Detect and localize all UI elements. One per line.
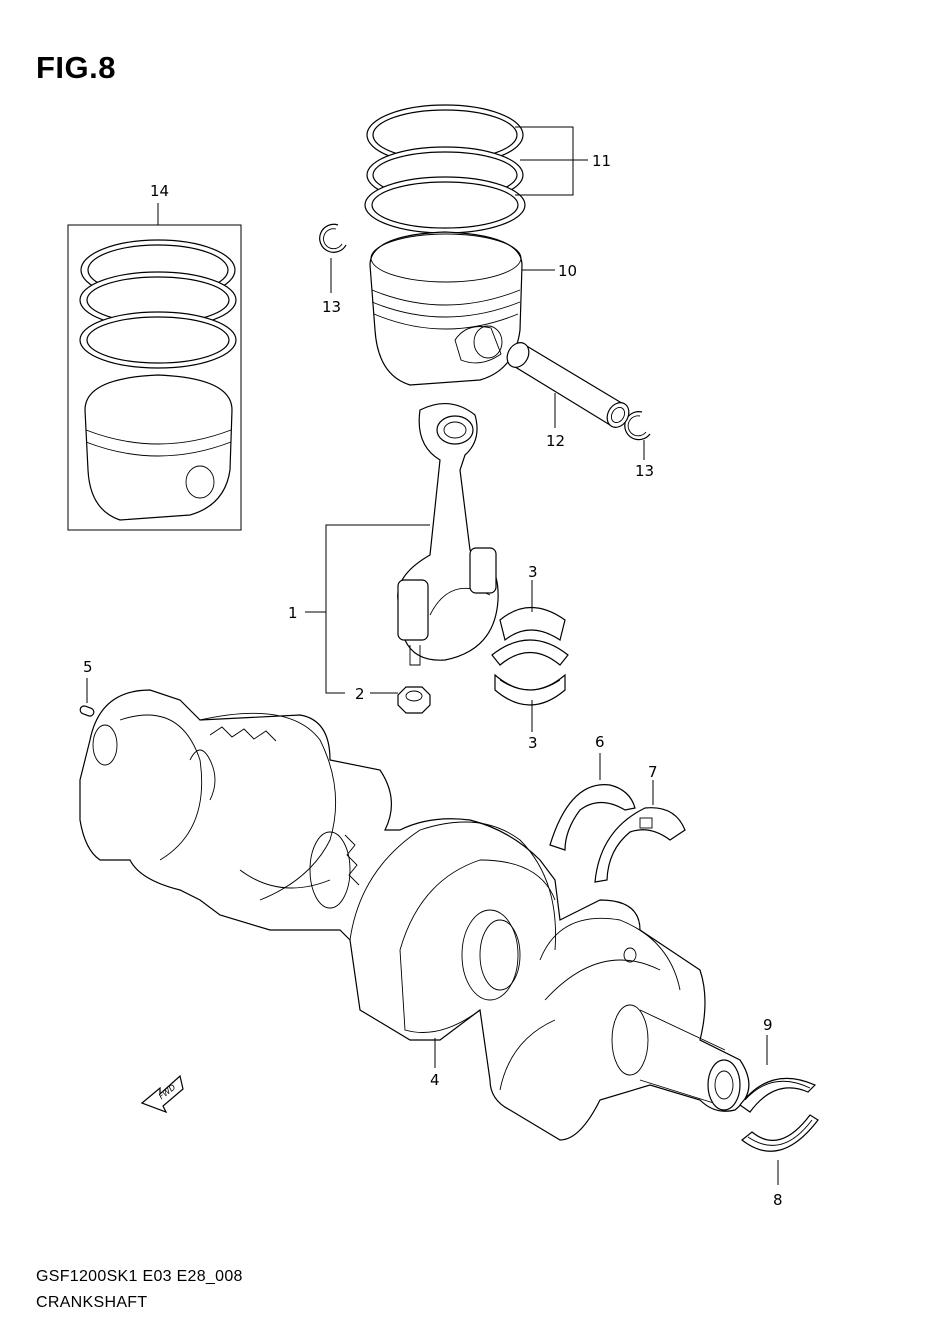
callout-4: 4: [430, 1071, 440, 1089]
conrod-bearing-upper: [491, 607, 569, 666]
piston: [369, 231, 523, 386]
callout-10: 10: [558, 262, 577, 280]
callout-8: 8: [773, 1191, 783, 1209]
piston-pin: [506, 342, 630, 428]
figure-title: FIG.8: [36, 50, 117, 85]
callout-13-left: 13: [322, 298, 341, 316]
callout-3-upper: 3: [528, 563, 538, 581]
callout-9: 9: [763, 1016, 773, 1034]
callout-3-lower: 3: [528, 734, 538, 752]
callout-2: 2: [355, 685, 365, 703]
diagram-name: CRANKSHAFT: [36, 1294, 148, 1311]
conrod-bearing-lower: [494, 673, 566, 706]
callout-1: 1: [288, 604, 298, 622]
fwd-arrow-icon: FWD: [140, 1074, 184, 1114]
main-bearing-lower: [741, 1114, 819, 1152]
callout-13-right: 13: [635, 462, 654, 480]
circlip-right: [624, 411, 651, 441]
piston-assembly-box: [67, 224, 242, 531]
callout-6: 6: [595, 733, 605, 751]
thrust-bearing-7: [594, 807, 686, 883]
diagram-code: GSF1200SK1 E03 E28_008: [36, 1268, 243, 1285]
dowel-pin: [79, 705, 95, 717]
thrust-bearing-6: [549, 784, 636, 851]
callout-7: 7: [648, 763, 658, 781]
connecting-rod: [397, 403, 499, 666]
main-bearing-upper: [739, 1077, 817, 1113]
callout-11: 11: [592, 152, 611, 170]
circlip-left: [319, 223, 347, 253]
callout-14: 14: [150, 182, 169, 200]
callout-12: 12: [546, 432, 565, 450]
conrod-nut: [397, 686, 431, 714]
crankshaft: [79, 689, 750, 1141]
callout-5: 5: [83, 658, 93, 676]
piston-rings: [364, 104, 526, 234]
